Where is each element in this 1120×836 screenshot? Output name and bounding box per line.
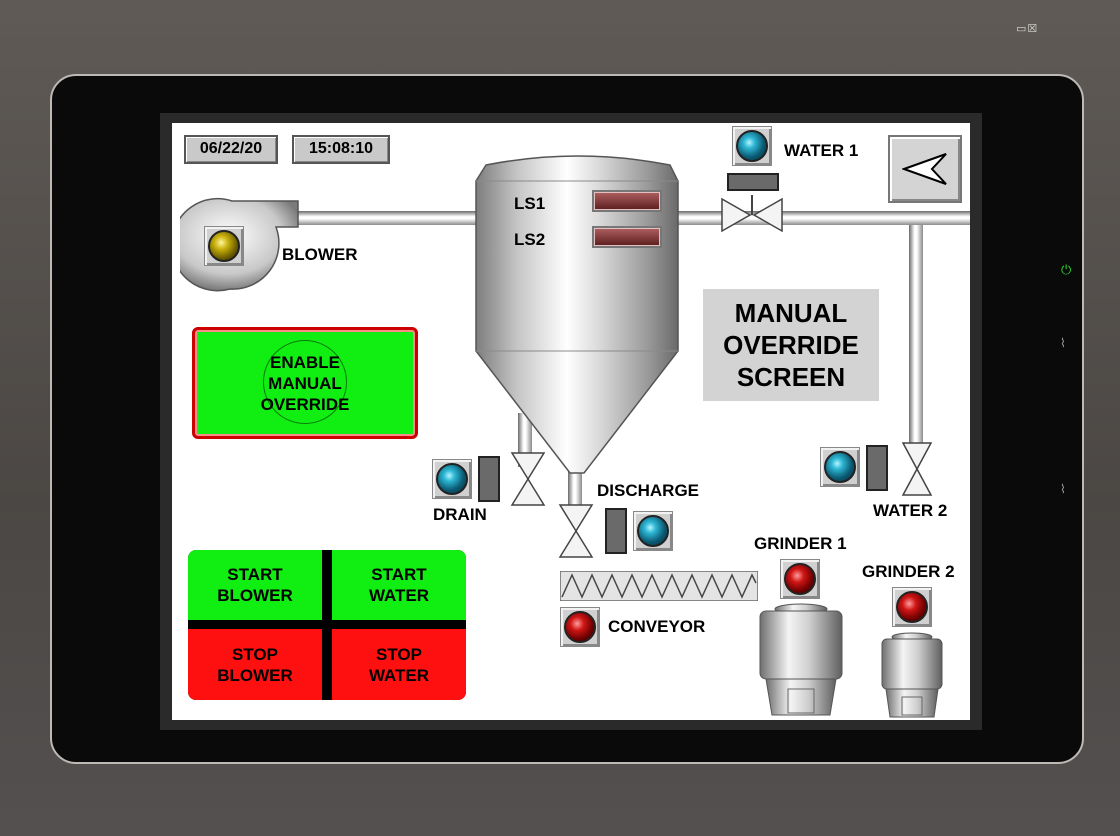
- start-blower-button[interactable]: START BLOWER: [188, 550, 322, 620]
- stop-blower-button[interactable]: STOP BLOWER: [188, 629, 322, 700]
- date-display: 06/22/20: [184, 135, 278, 164]
- grinder2-indicator: [892, 587, 932, 627]
- drain-indicator: [432, 459, 472, 499]
- indicator-lamp-icon: [896, 591, 928, 623]
- conveyor-label: CONVEYOR: [608, 617, 706, 636]
- water1-indicator: [732, 126, 772, 166]
- water-pipe: [672, 211, 970, 225]
- title-line-3: SCREEN: [736, 362, 846, 392]
- signal-icon: ⌇: [1060, 336, 1066, 350]
- water1-actuator: [727, 173, 779, 191]
- indicator-lamp-icon: [637, 515, 669, 547]
- title-line-1: MANUAL: [734, 298, 848, 328]
- touch-ring-icon: [263, 340, 347, 424]
- water1-valve-icon[interactable]: [720, 195, 784, 235]
- drain-actuator: [478, 456, 500, 502]
- grinder1-label: GRINDER 1: [754, 534, 847, 553]
- water2-label: WATER 2: [873, 501, 948, 520]
- grinder1-icon: [759, 603, 843, 716]
- grinder2-icon: [881, 632, 943, 718]
- discharge-pipe: [568, 471, 582, 507]
- signal-icon: ⌇: [1060, 482, 1066, 496]
- indicator-lamp-icon: [784, 563, 816, 595]
- water2-pipe: [909, 225, 923, 447]
- power-icon: ⏻: [1061, 262, 1072, 277]
- drain-label: DRAIN: [433, 505, 487, 524]
- discharge-indicator: [633, 511, 673, 551]
- back-button[interactable]: [888, 135, 962, 203]
- screen-title: MANUAL OVERRIDE SCREEN: [703, 289, 879, 401]
- blower-label: BLOWER: [282, 245, 358, 264]
- hmi-screen: 06/22/20 15:08:10 BLOWER LS1 LS2: [172, 123, 970, 720]
- grinder1-indicator: [780, 559, 820, 599]
- ls1-label: LS1: [514, 194, 546, 213]
- indicator-lamp-icon: [208, 230, 240, 262]
- blower-indicator: [204, 226, 244, 266]
- ls2-label: LS2: [514, 230, 546, 249]
- ls1-level-switch: [592, 190, 662, 212]
- indicator-lamp-icon: [564, 611, 596, 643]
- indicator-lamp-icon: [736, 130, 768, 162]
- water2-actuator: [866, 445, 888, 491]
- time-display: 15:08:10: [292, 135, 390, 164]
- discharge-valve-icon[interactable]: [556, 503, 596, 559]
- conveyor-auger: [560, 571, 758, 601]
- title-line-2: OVERRIDE: [723, 330, 859, 360]
- conveyor-indicator: [560, 607, 600, 647]
- water2-valve-icon[interactable]: [900, 441, 934, 497]
- water1-label: WATER 1: [784, 141, 859, 160]
- ls2-level-switch: [592, 226, 662, 248]
- grinder2-label: GRINDER 2: [862, 562, 955, 581]
- indicator-lamp-icon: [436, 463, 468, 495]
- start-water-button[interactable]: START WATER: [332, 550, 466, 620]
- discharge-label: DISCHARGE: [597, 481, 700, 500]
- water2-indicator: [820, 447, 860, 487]
- blower-pipe: [290, 211, 480, 225]
- back-arrow-icon: [902, 153, 947, 185]
- window-controls[interactable]: ▭☒: [1016, 23, 1039, 35]
- discharge-actuator: [605, 508, 627, 554]
- enable-manual-override-button[interactable]: ENABLE MANUAL OVERRIDE: [192, 327, 418, 439]
- indicator-lamp-icon: [824, 451, 856, 483]
- drain-valve-icon[interactable]: [508, 451, 548, 507]
- enable-override-label: ENABLE MANUAL OVERRIDE: [260, 352, 350, 414]
- stop-water-button[interactable]: STOP WATER: [332, 629, 466, 700]
